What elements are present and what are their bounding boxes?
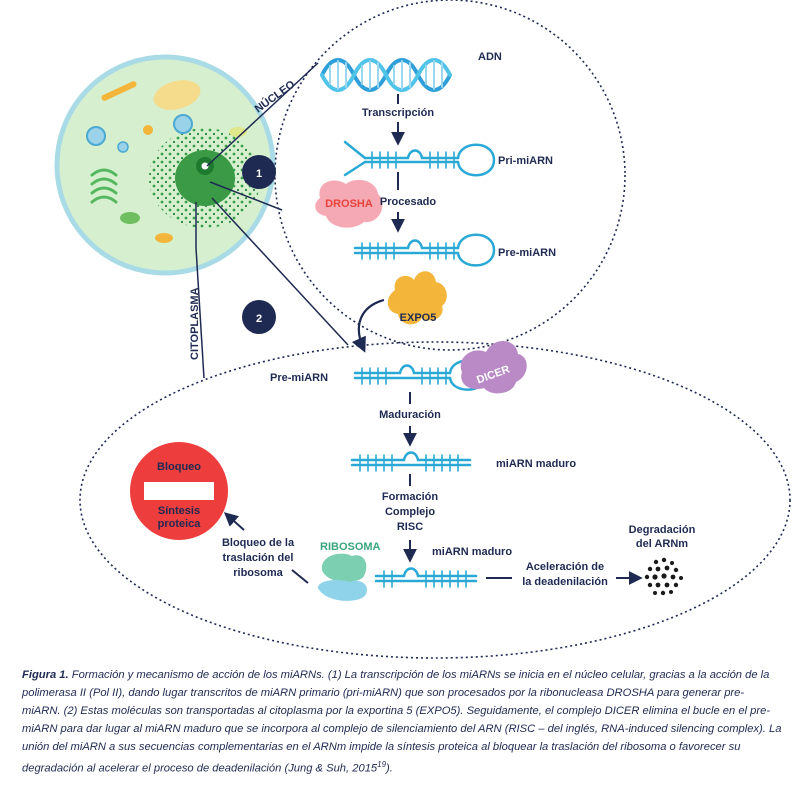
mature-mirna-mrna-binding [374,567,478,588]
protein-synthesis-block-sign: Bloqueo Síntesis proteica [130,442,228,540]
translation-block-label-3: ribosoma [233,567,283,579]
caption-ref: 19 [377,760,387,769]
cytoplasm-label: CITOPLASMA [189,287,201,360]
ribosome-label: RIBOSOMA [320,541,381,553]
figure-caption: Figura 1. Formación y mecanismo de acció… [22,666,782,778]
pri-mirna-structure [343,140,496,177]
translation-block-label-2: traslación del [223,552,294,564]
svg-text:Bloqueo: Bloqueo [157,461,201,473]
ribosome-icon [318,553,368,601]
dicer-enzyme-icon: DICER [460,340,527,394]
nucleus-label: NÚCLEO [252,77,298,115]
risc-formation-label-3: RISC [397,521,423,533]
svg-text:Síntesis: Síntesis [158,505,200,517]
mature-mirna-label-2: miARN maduro [432,546,512,558]
svg-text:DROSHA: DROSHA [325,198,373,210]
cytoplasm-zoom-ellipse [79,341,791,659]
dna-label: ADN [478,51,502,63]
transcription-label: Transcripción [362,107,434,119]
risc-formation-label-1: Formación [382,491,439,503]
deadenylation-label-2: la deadenilación [522,576,608,588]
pre-mirna-label-cytoplasm: Pre-miARN [270,372,328,384]
expo5-exportin-icon: EXPO5 [387,271,447,325]
caption-body: Formación y mecanismo de acción de los m… [22,669,782,775]
pre-mirna-label-nucleus: Pre-miARN [498,247,556,259]
step-2-badge: 2 [242,300,276,334]
pre-mirna-structure-nucleus [353,233,496,267]
degraded-mrna-dots-icon [644,557,683,596]
degradation-label-2: del ARNm [636,538,688,550]
degradation-label-1: Degradación [629,524,696,536]
svg-text:1: 1 [256,168,262,180]
processing-label: Procesado [380,196,437,208]
dna-helix-icon [320,58,452,92]
svg-text:EXPO5: EXPO5 [400,312,437,324]
svg-text:proteica: proteica [158,518,202,530]
translation-block-label-1: Bloqueo de la [222,537,295,549]
step-1-badge: 1 [242,155,276,189]
caption-end: ). [386,762,393,775]
deadenylation-label-1: Aceleración de [526,561,604,573]
connector-lines [195,62,349,379]
pri-mirna-label: Pri-miARN [498,155,553,167]
caption-title: Figura 1. [22,669,69,681]
nucleus-zoom-circle [274,0,626,351]
svg-text:2: 2 [256,313,262,325]
nucleus-marker [201,162,209,170]
mature-mirna-label-1: miARN maduro [496,458,576,470]
drosha-enzyme-icon: DROSHA [315,179,383,228]
mirna-biogenesis-diagram: NÚCLEO CITOPLASMA 1 2 ADN Transcripción [54,0,791,659]
maturation-label: Maduración [379,409,441,421]
cell-illustration [54,54,276,276]
mature-mirna-structure [350,451,472,472]
pre-mirna-structure-cytoplasm [353,359,488,391]
risc-formation-label-2: Complejo [385,506,435,518]
